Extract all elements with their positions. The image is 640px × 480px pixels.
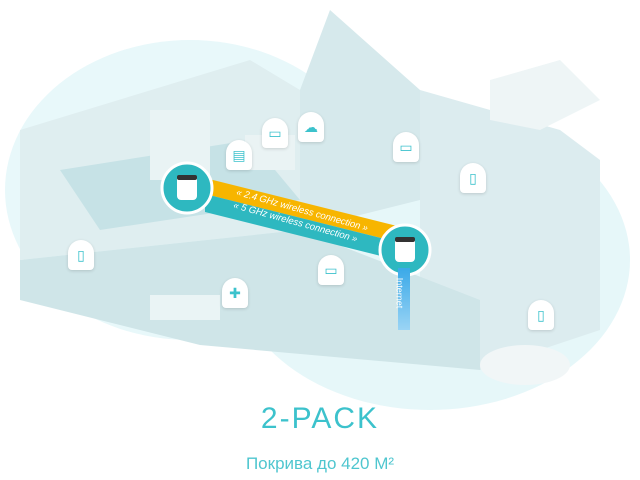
- coverage-text: Покрива до 420 M²: [245, 454, 395, 473]
- router-2-unit: [395, 237, 415, 262]
- house-gable: [300, 10, 420, 230]
- car: [480, 345, 570, 385]
- tv-icon: ▭: [318, 255, 344, 285]
- router-2-top: [395, 237, 415, 242]
- internet-label: Internet: [394, 277, 405, 309]
- band-24-ghz: [205, 178, 405, 244]
- smartphone-icon: ▯: [68, 240, 94, 270]
- tablet-icon: ▯: [460, 163, 486, 193]
- headline: 2-PACK: [260, 402, 380, 435]
- internet-cable: Internet: [394, 268, 410, 330]
- ground-floor: [20, 230, 480, 370]
- monitor-icon: ▭: [262, 118, 288, 148]
- band-5-ghz: [205, 194, 405, 262]
- monitor-icon-2: ▭: [393, 132, 419, 162]
- cloud-icon: ☁: [298, 112, 324, 142]
- phone-icon: ▯: [528, 300, 554, 330]
- gamepad-icon: ✚: [222, 278, 248, 308]
- sofa: [150, 295, 220, 320]
- router-1-top: [177, 175, 197, 180]
- chimney-roof: [490, 60, 600, 130]
- laptop-icon: ▤: [226, 140, 252, 170]
- router-1-unit: [177, 175, 197, 200]
